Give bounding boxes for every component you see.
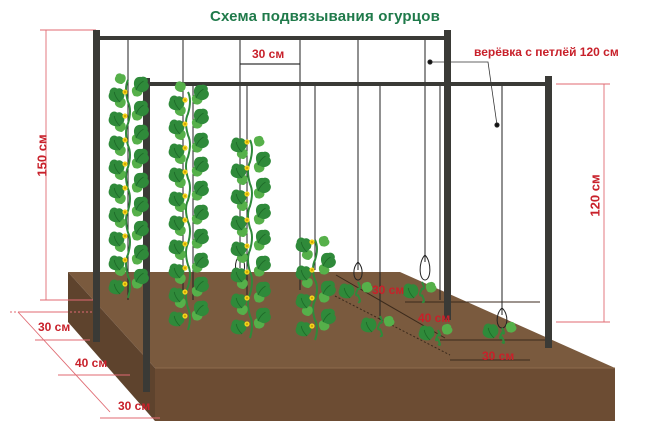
- flower-icon: [182, 145, 188, 151]
- flower-icon: [309, 239, 315, 245]
- flower-icon: [182, 193, 188, 199]
- flower-icon: [122, 161, 128, 167]
- flower-icon: [182, 169, 188, 175]
- front-left-post: [143, 78, 150, 392]
- flower-icon: [122, 137, 128, 143]
- plot-spacing-b-label: 40 см: [418, 311, 451, 325]
- flower-icon: [182, 313, 188, 319]
- leaf-icon: [113, 71, 128, 86]
- bed-dimension-lines: [10, 311, 160, 419]
- bed-front: [155, 368, 615, 421]
- back-left-post: [93, 30, 100, 342]
- flower-icon: [244, 139, 250, 145]
- rope-note-label: верёвка с петлёй 120 см: [474, 45, 619, 59]
- flower-icon: [182, 265, 188, 271]
- flower-icon: [244, 321, 250, 327]
- leaf-icon: [173, 79, 188, 94]
- flower-icon: [122, 281, 128, 287]
- flower-icon: [182, 97, 188, 103]
- diagram-title: Схема подвязывания огурцов: [209, 8, 441, 25]
- front-right-post: [545, 76, 552, 348]
- inner-height-label: 120 см: [587, 174, 603, 217]
- flower-icon: [309, 323, 315, 329]
- trellis-frame: [93, 30, 552, 392]
- height-dimension-lines: [40, 29, 610, 323]
- flower-icon: [244, 217, 250, 223]
- cucumber-plant-icon: [355, 281, 361, 304]
- garden-bed: [68, 272, 615, 421]
- flower-icon: [309, 295, 315, 301]
- outer-height-label: 150 см: [34, 134, 50, 177]
- flower-icon: [122, 233, 128, 239]
- flower-icon: [309, 267, 315, 273]
- flower-icon: [244, 165, 250, 171]
- bed-left-side: [68, 272, 155, 421]
- bed-row1-label: 30 см: [38, 320, 71, 334]
- leaf-icon: [316, 234, 332, 249]
- flower-icon: [122, 185, 128, 191]
- flower-icon: [244, 295, 250, 301]
- bed-row3-label: 30 см: [118, 399, 151, 413]
- cucumber-plant-icon: [377, 315, 383, 338]
- back-crossbar: [96, 36, 448, 40]
- front-crossbar: [146, 82, 550, 86]
- bed-top: [68, 272, 615, 368]
- flower-icon: [244, 243, 250, 249]
- flower-icon: [122, 209, 128, 215]
- cucumber-plant-icon: [435, 329, 441, 346]
- flower-icon: [182, 289, 188, 295]
- back-right-post: [444, 30, 451, 320]
- cucumber-plant-icon: [499, 327, 505, 344]
- flower-icon: [244, 269, 250, 275]
- plot-spacing-a-label: 30 см: [372, 283, 405, 297]
- cucumber-plant-icon: [312, 239, 318, 341]
- cucumber-plant-icon: [419, 281, 425, 304]
- flower-icon: [122, 113, 128, 119]
- bed-row2-label: 40 см: [75, 356, 108, 370]
- rope-pointer: [427, 59, 500, 128]
- cucumber-plants: [104, 71, 519, 346]
- plot-spacing-c-label: 30 см: [482, 349, 515, 363]
- flower-icon: [182, 241, 188, 247]
- flower-icon: [122, 89, 128, 95]
- flower-icon: [122, 257, 128, 263]
- flower-icon: [182, 121, 188, 127]
- cucumber-plant-icon: [247, 139, 253, 339]
- flower-icon: [182, 217, 188, 223]
- top-spacing-label: 30 см: [252, 47, 285, 61]
- leaf-icon: [251, 134, 267, 149]
- cucumber-plant-icon: [185, 91, 191, 331]
- flower-icon: [244, 191, 250, 197]
